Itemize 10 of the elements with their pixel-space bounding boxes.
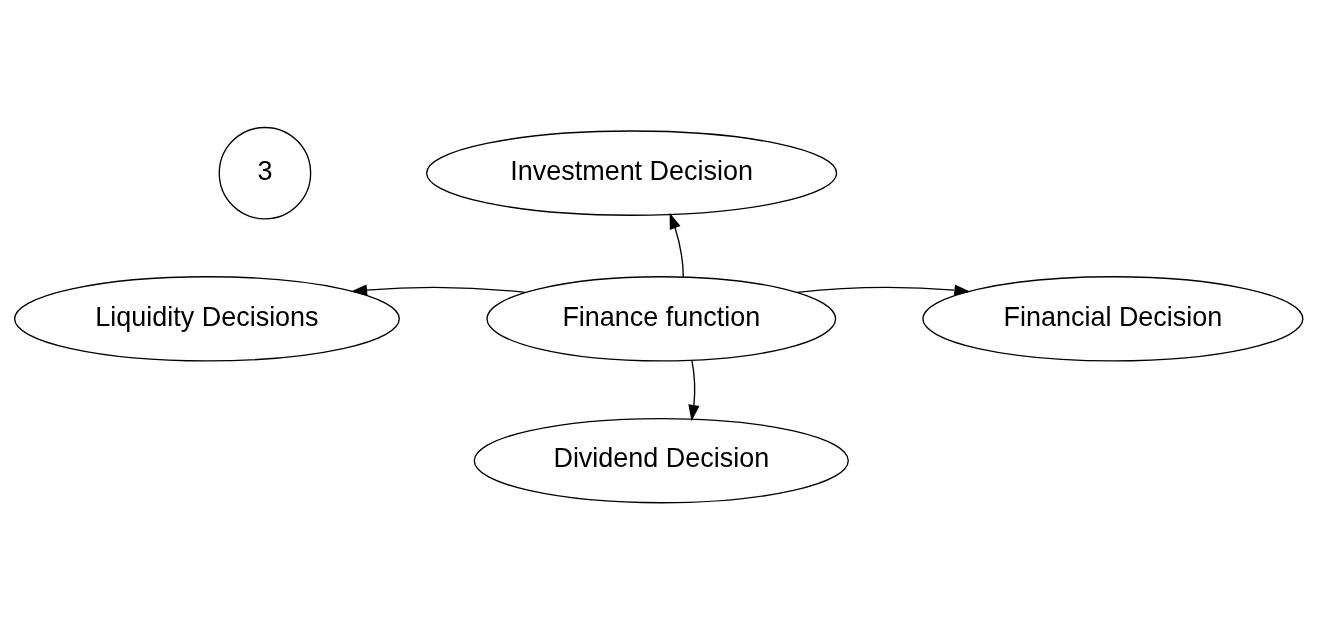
arrow [669,212,684,278]
node-ellipse: Investment Decision [425,130,838,216]
node-ellipse: Finance function [486,276,837,362]
arrow [796,284,971,296]
node-circle: 3 [218,126,312,220]
arrow [688,359,700,422]
node-ellipse: Dividend Decision [473,417,849,504]
node-ellipse: Financial Decision [922,276,1304,362]
node-ellipse: Liquidity Decisions [13,276,400,362]
arrow [350,284,526,296]
